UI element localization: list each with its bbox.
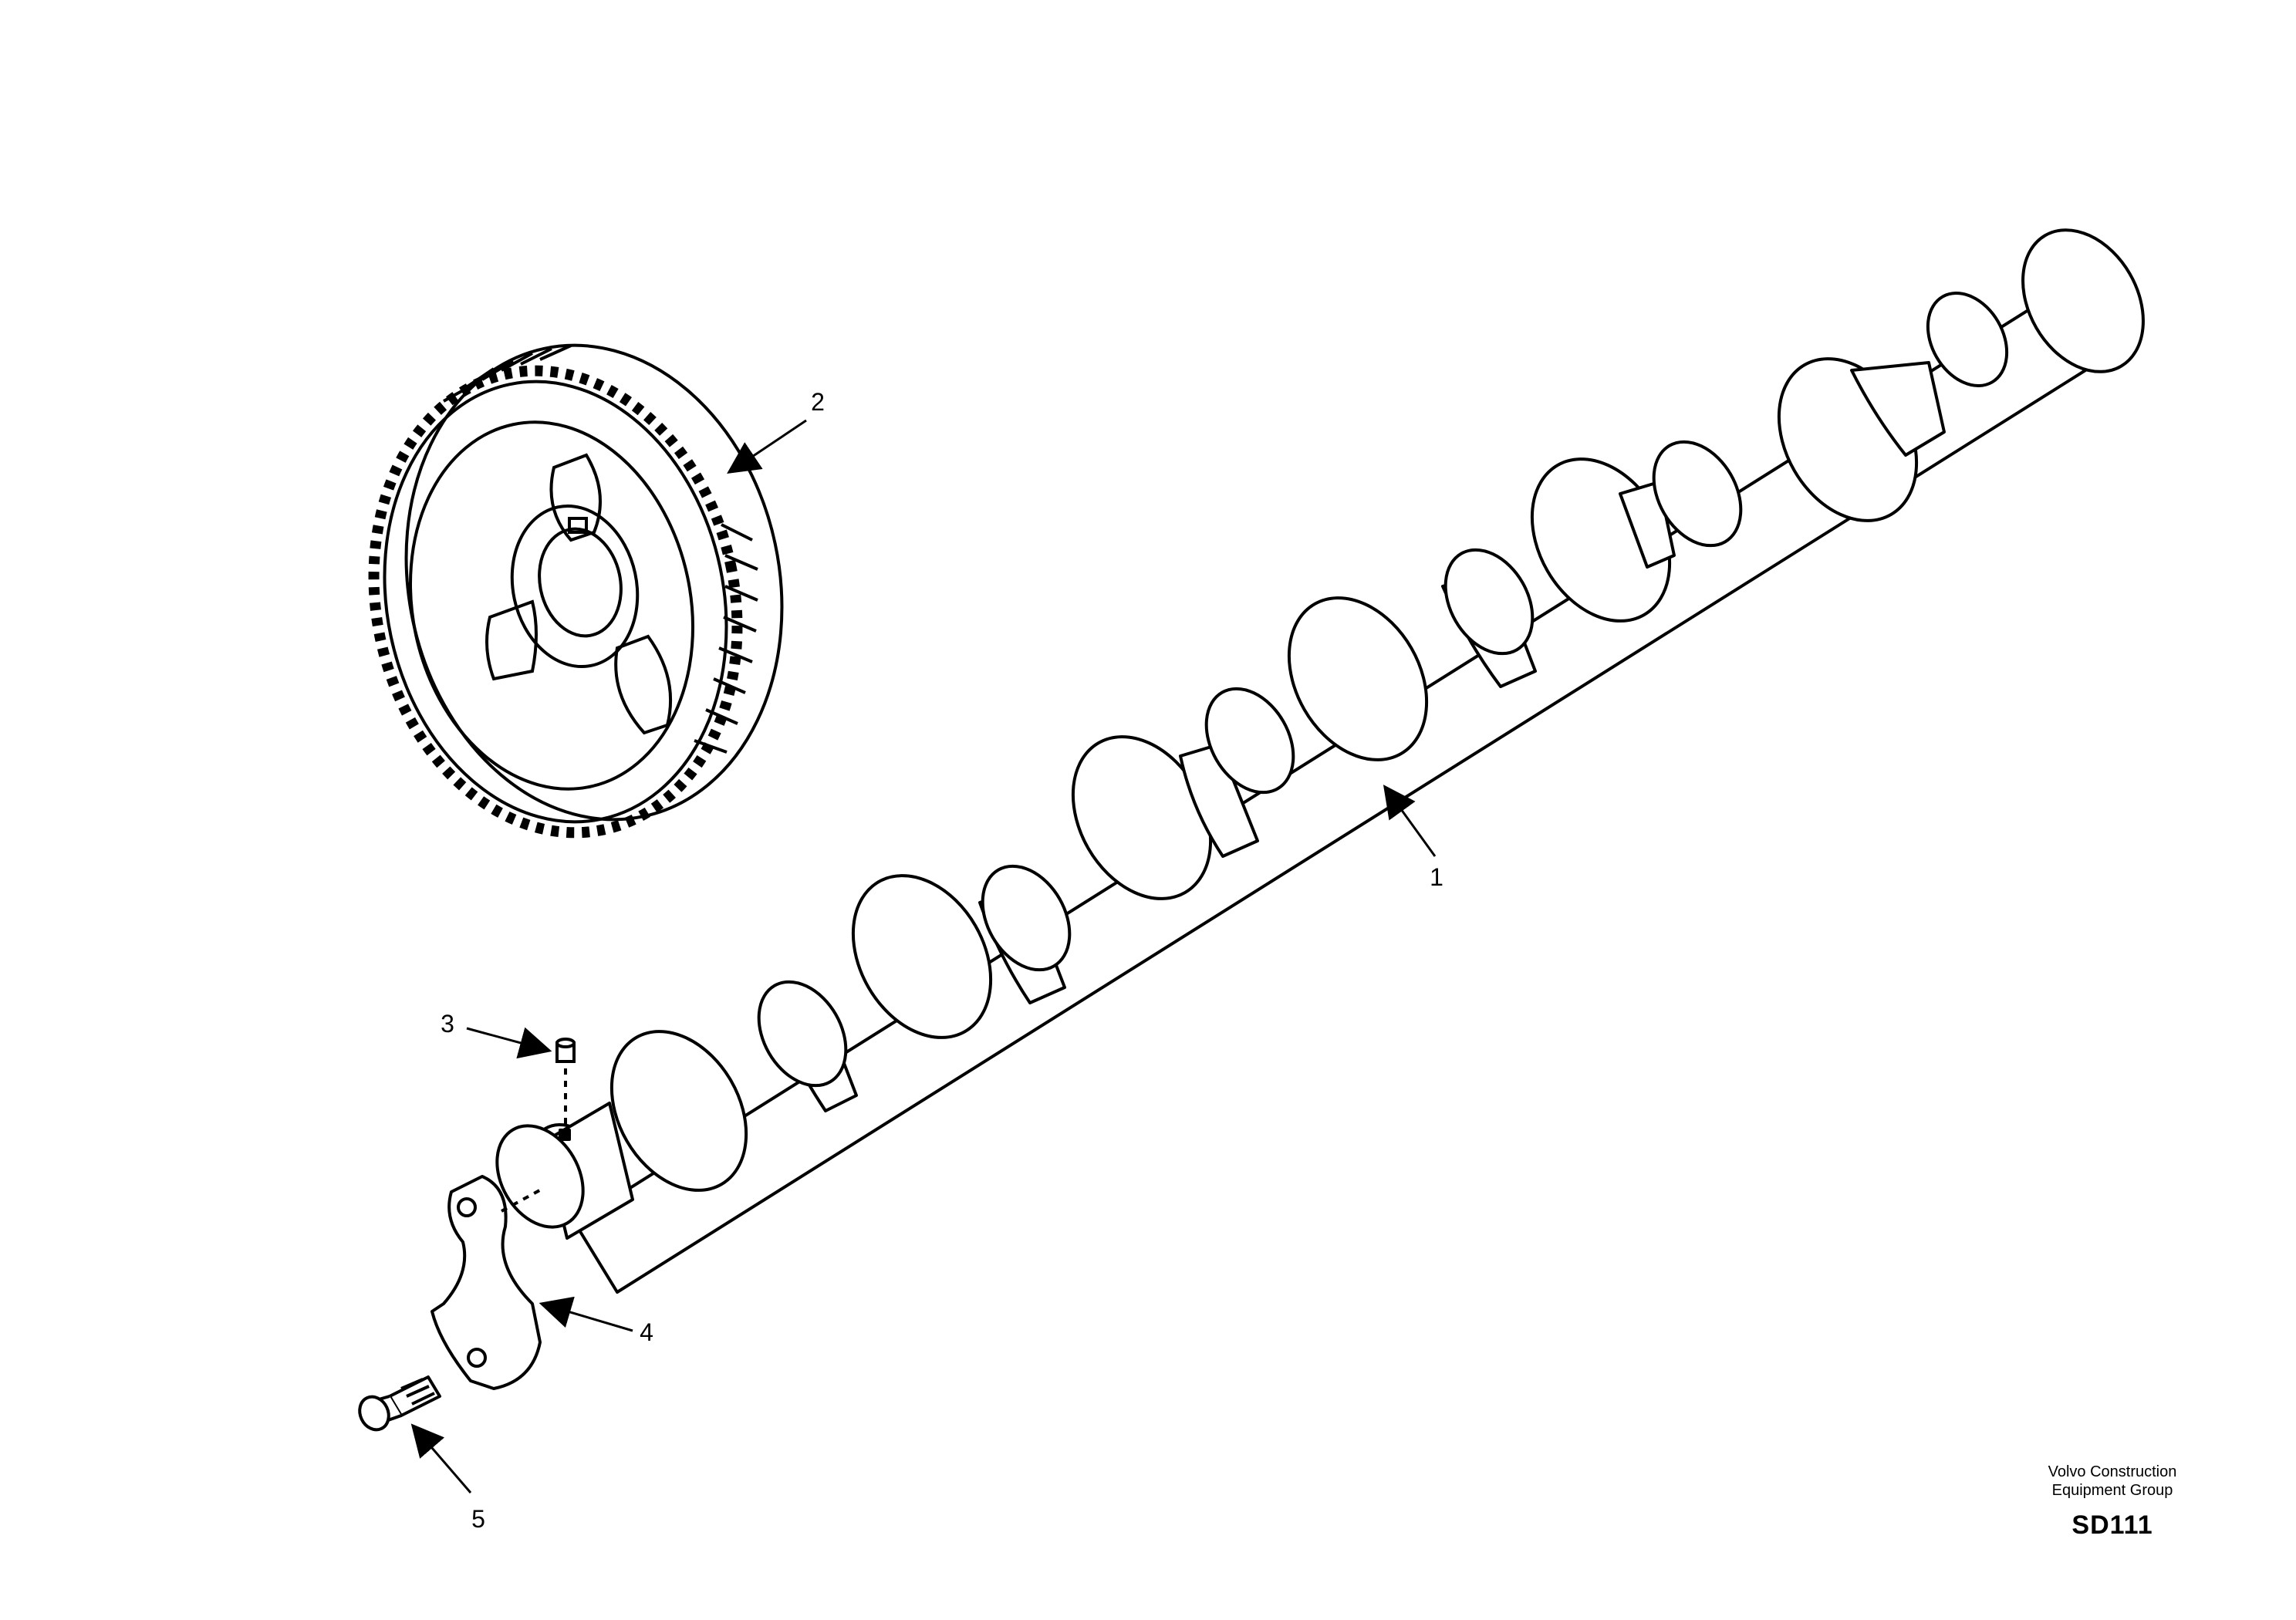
- leader-1: [1383, 785, 1437, 857]
- leader-4: [539, 1296, 633, 1332]
- bolt: [358, 1375, 441, 1432]
- publisher-footer: Volvo Construction Equipment Group SD111: [1997, 1463, 2228, 1541]
- leader-5: [410, 1423, 472, 1493]
- timing-gear: [368, 343, 784, 839]
- callout-1: 1: [1430, 863, 1443, 891]
- publisher-name-line1: Volvo Construction: [2048, 1463, 2177, 1480]
- callout-3: 3: [441, 1010, 454, 1038]
- callout-2: 2: [811, 388, 825, 416]
- callout-4: 4: [640, 1318, 653, 1346]
- leader-3: [466, 1027, 552, 1059]
- callout-labels: 1 2 3 4 5: [441, 388, 1443, 1533]
- callout-leaders: [410, 419, 1437, 1493]
- callout-5: 5: [471, 1505, 485, 1533]
- dowel-pin: [555, 1038, 576, 1126]
- diagram-code: SD111: [2071, 1510, 2153, 1540]
- leader-2: [727, 419, 807, 474]
- camshaft: [495, 228, 2145, 1294]
- thrust-plate: [430, 1175, 545, 1390]
- publisher-name-line2: Equipment Group: [2051, 1482, 2173, 1499]
